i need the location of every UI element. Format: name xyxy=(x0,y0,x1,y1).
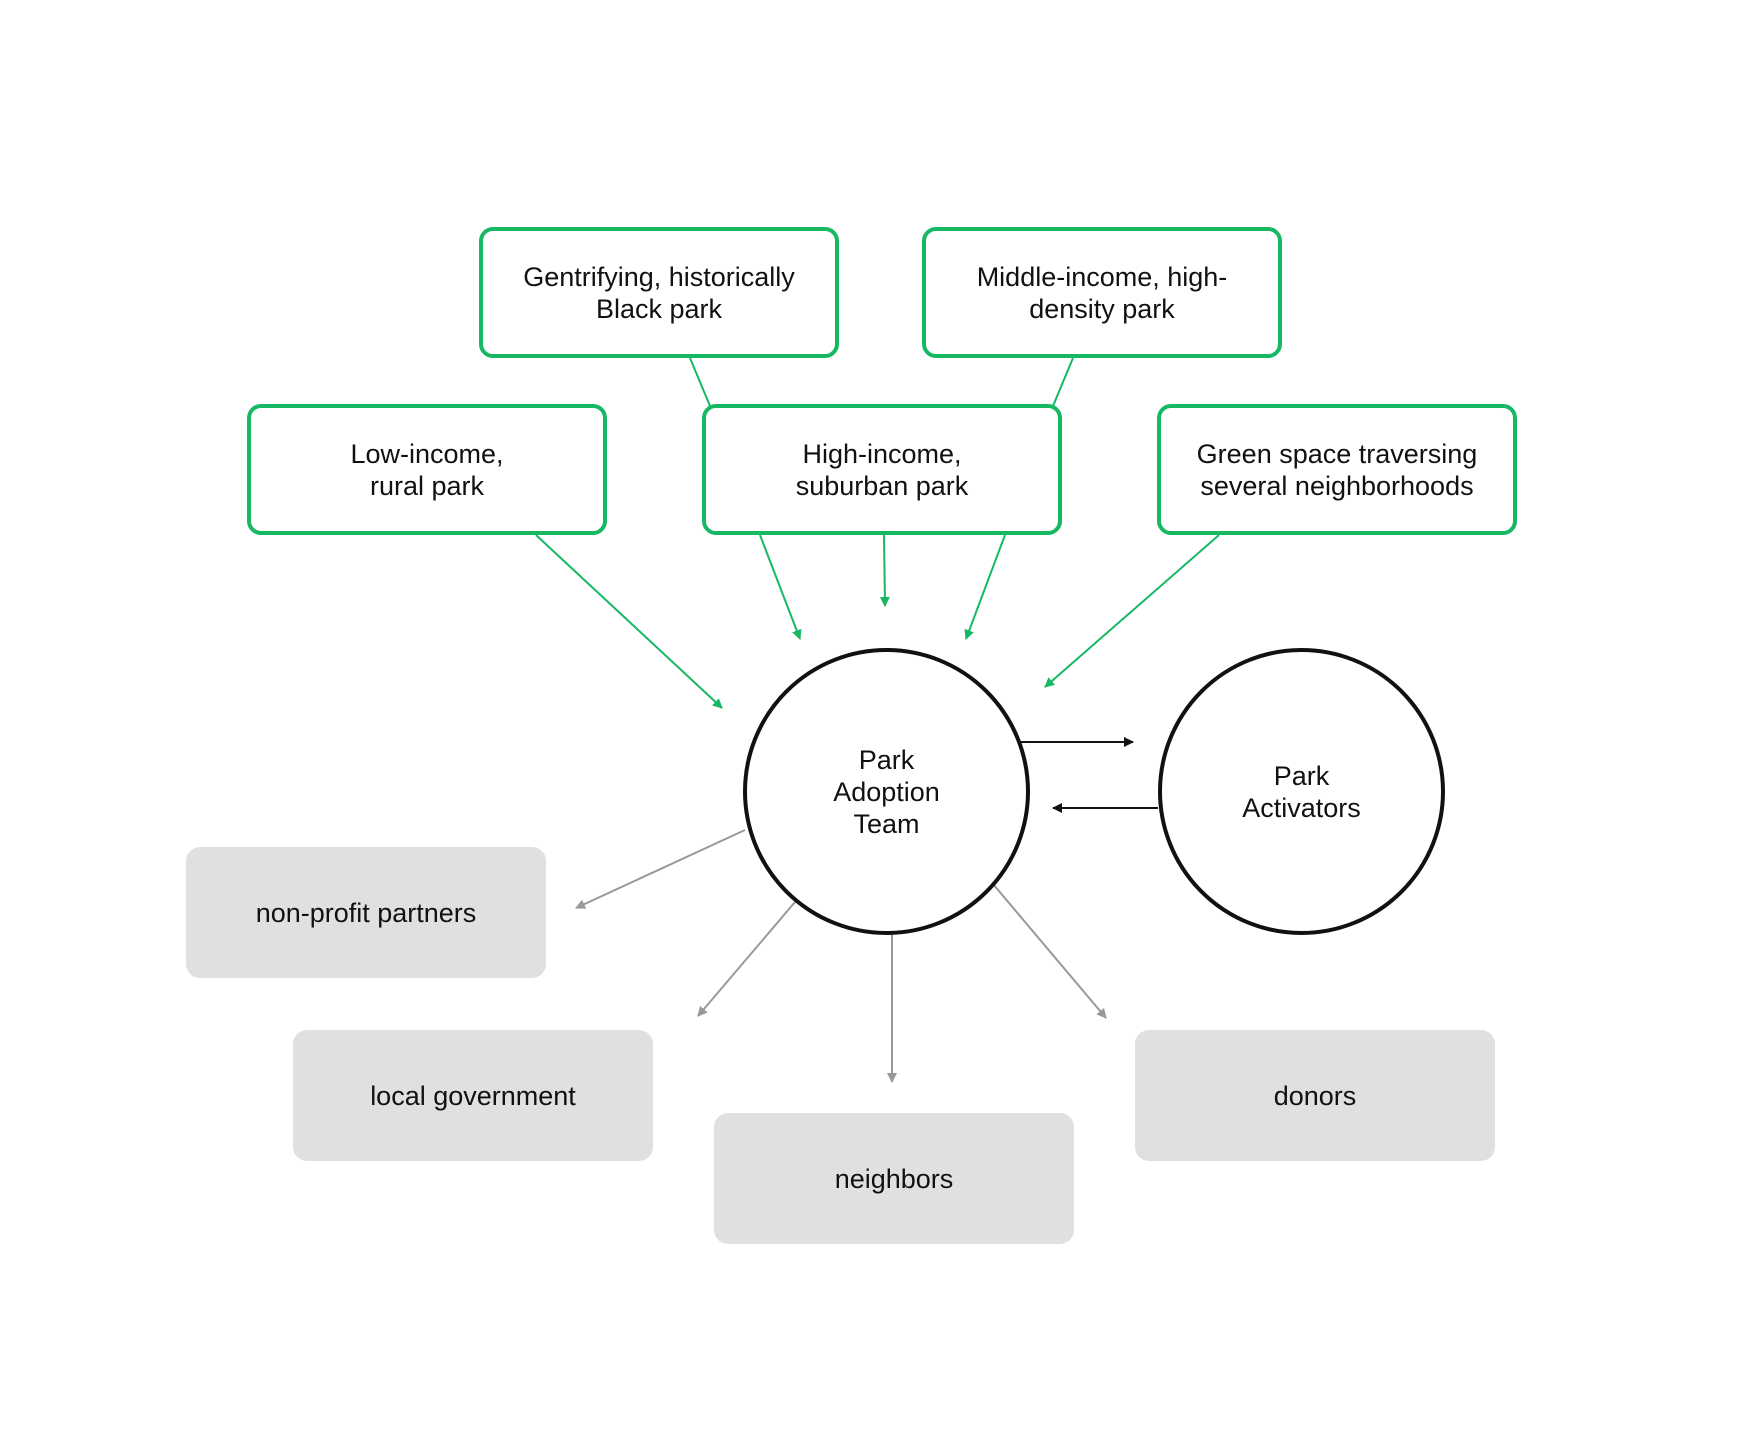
arrow-high-income-left-to-team xyxy=(759,534,802,640)
party-non-profit-partners-label: non-profit partners xyxy=(255,897,477,928)
park-type-low-income-label: Low-income, rural park xyxy=(350,438,504,501)
park-type-high-income: High-income, suburban park xyxy=(702,404,1062,535)
arrow-team-to-local-government xyxy=(697,901,796,1017)
park-type-high-income-label: High-income, suburban park xyxy=(795,438,969,501)
party-neighbors: neighbors xyxy=(714,1113,1074,1244)
party-non-profit-partners: non-profit partners xyxy=(186,847,546,978)
party-donors: donors xyxy=(1135,1030,1495,1161)
connector-middle-income-to-high-income xyxy=(1052,357,1074,407)
park-type-green-space: Green space traversing several neighborh… xyxy=(1157,404,1517,535)
arrow-high-income-center-to-team xyxy=(879,534,890,607)
arrow-high-income-right-to-team xyxy=(964,534,1006,640)
park-type-middle-income: Middle-income, high- density park xyxy=(922,227,1282,358)
park-adoption-team-node: Park Adoption Team xyxy=(743,648,1030,935)
arrow-low-income-to-team xyxy=(535,534,723,709)
park-activators-label: Park Activators xyxy=(1242,760,1361,823)
park-type-green-space-label: Green space traversing several neighborh… xyxy=(1196,438,1478,501)
connector-gentrifying-to-high-income xyxy=(689,357,711,407)
party-local-government-label: local government xyxy=(370,1080,576,1111)
park-type-low-income: Low-income, rural park xyxy=(247,404,607,535)
park-adoption-team-label: Park Adoption Team xyxy=(833,744,940,839)
arrow-green-space-to-team xyxy=(1044,534,1220,688)
arrow-team-to-non-profit xyxy=(575,829,746,909)
park-activators-node: Park Activators xyxy=(1158,648,1445,935)
party-donors-label: donors xyxy=(1273,1080,1357,1111)
park-type-middle-income-label: Middle-income, high- density park xyxy=(976,261,1228,324)
park-type-gentrifying: Gentrifying, historically Black park xyxy=(479,227,839,358)
party-local-government: local government xyxy=(293,1030,653,1161)
arrow-team-to-donors xyxy=(992,883,1107,1019)
park-type-gentrifying-label: Gentrifying, historically Black park xyxy=(523,261,795,324)
party-neighbors-label: neighbors xyxy=(834,1163,954,1194)
